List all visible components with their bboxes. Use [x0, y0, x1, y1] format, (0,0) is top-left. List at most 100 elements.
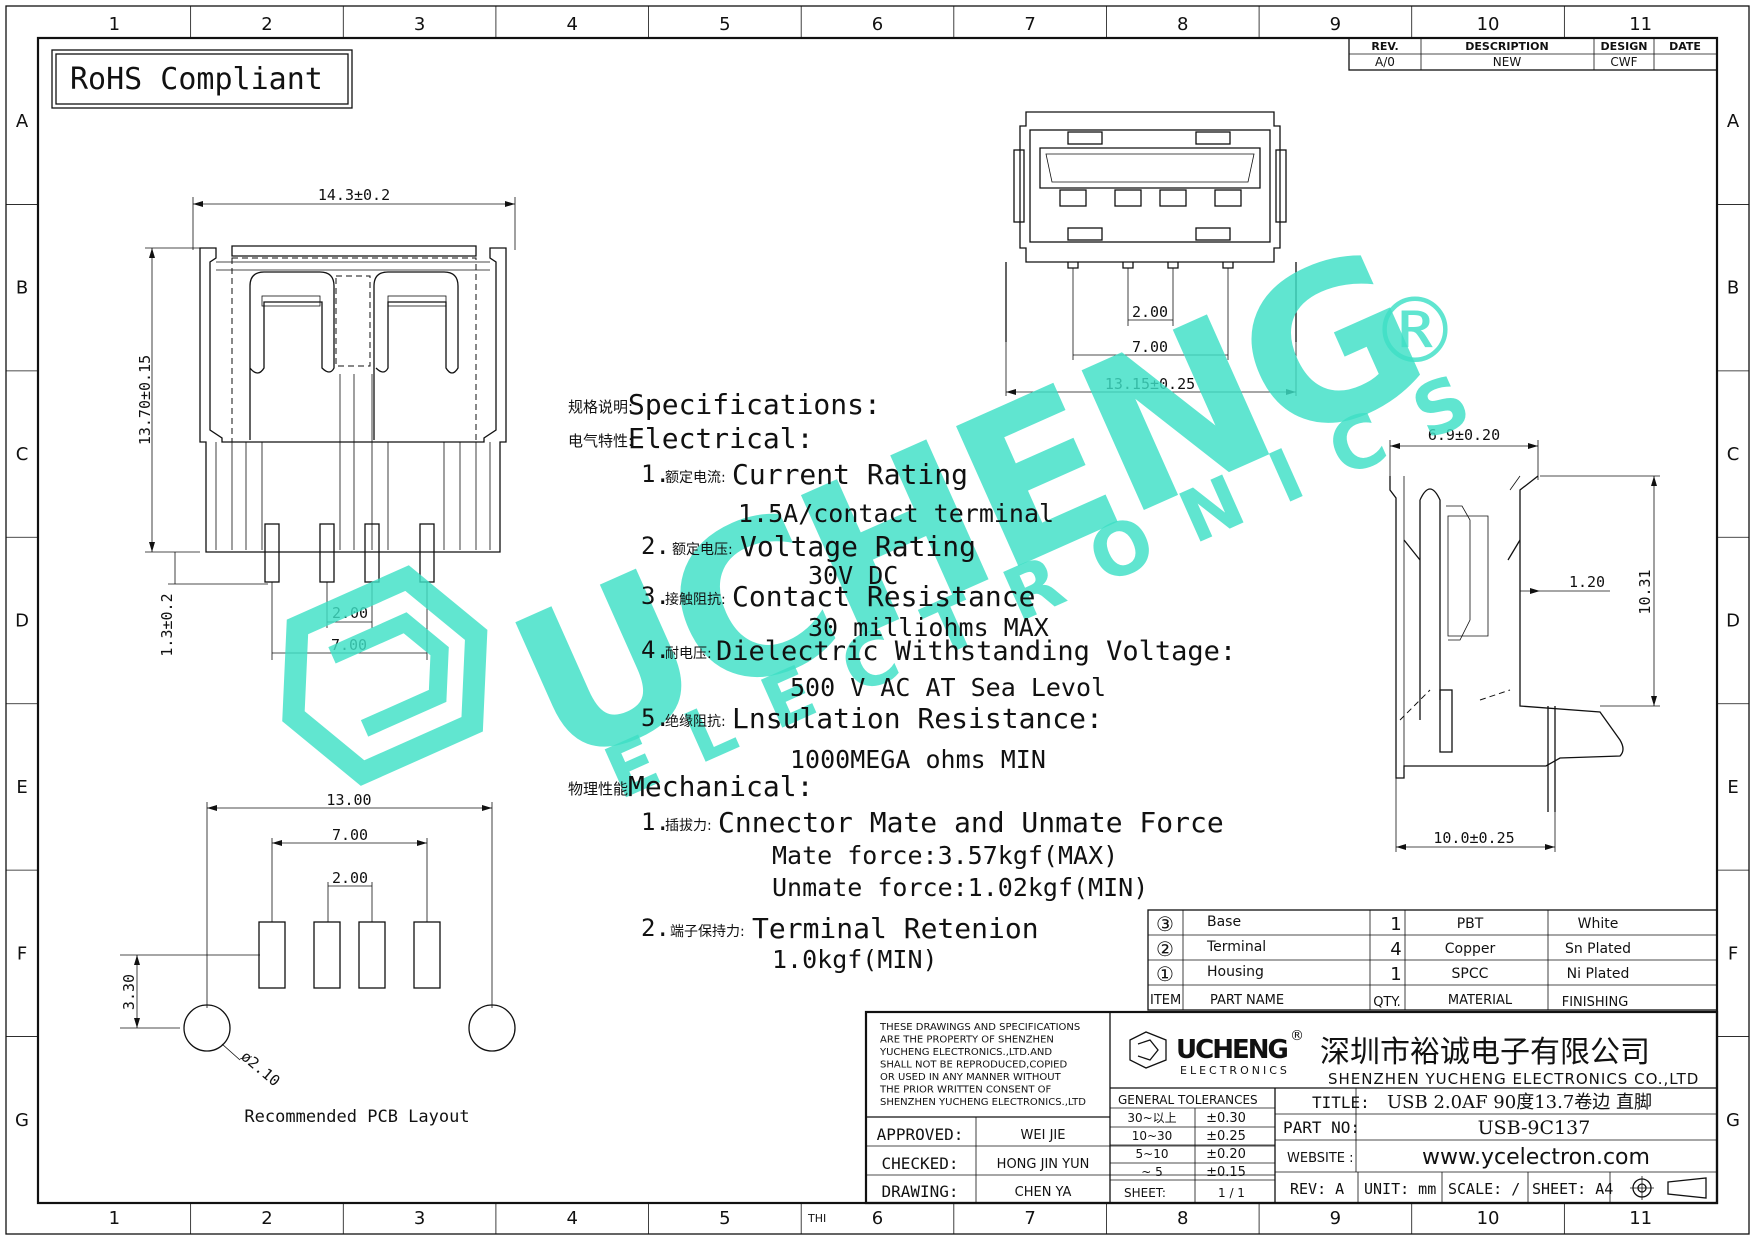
mechanical-cn: 物理性能:: [568, 780, 633, 798]
logo-sub: ELECTRONICS: [1180, 1064, 1290, 1077]
side-thick-dim: 1.20: [1569, 573, 1605, 591]
mech1-num: 1.: [641, 808, 670, 836]
front-height-dim: 13.70±0.15: [136, 355, 154, 445]
mech1-cn: 插拔力:: [665, 818, 712, 834]
tol-range: 10~30: [1132, 1129, 1173, 1143]
bom-material: Copper: [1445, 941, 1496, 957]
notice-line: SHALL NOT BE REPRODUCED,COPIED: [880, 1060, 1067, 1071]
spec1-value: 1.5A/contact terminal: [738, 499, 1054, 528]
spec2-num: 2.: [641, 532, 670, 560]
company-cn: 深圳市裕诚电子有限公司: [1320, 1035, 1650, 1070]
side-base-dim: 10.0±0.25: [1433, 829, 1514, 847]
specifications: 规格说明: Specifications: 电气特性: Electrical: …: [568, 388, 1236, 974]
frame-col-label-bottom: 8: [1177, 1208, 1188, 1229]
bom-item: ①: [1156, 962, 1174, 986]
mech1-label: Cnnector Mate and Unmate Force: [718, 806, 1224, 839]
part-no: USB-9C137: [1478, 1117, 1591, 1139]
frame-col-label-bottom: 5: [719, 1208, 730, 1229]
top-span-dim: 7.00: [1132, 338, 1168, 356]
frame-col-label-top: 4: [567, 14, 578, 35]
spec5-cn: 绝缘阻抗:: [665, 714, 726, 730]
title-label: TITLE:: [1312, 1093, 1370, 1112]
sheet-size-label: SHEET: A4: [1532, 1180, 1613, 1198]
frame-row-label-left: G: [15, 1110, 29, 1131]
pcb-span-dim: 7.00: [332, 826, 368, 844]
spec-title: Specifications:: [628, 388, 881, 421]
frame-col-label-top: 7: [1024, 14, 1035, 35]
approved-value: WEI JIE: [1021, 1128, 1066, 1143]
frame-col-label-top: 10: [1477, 14, 1500, 35]
frame-col-label-top: 11: [1629, 14, 1652, 35]
frame-col-label-bottom: 7: [1024, 1208, 1035, 1229]
top-width-dim: 13.15±0.25: [1105, 375, 1195, 393]
frame-row-label-left: D: [15, 611, 29, 632]
company-en: SHENZHEN YUCHENG ELECTRONICS CO.,LTD: [1328, 1070, 1699, 1088]
bom-qty-header: QTY.: [1373, 995, 1401, 1010]
sheet-label: SHEET:: [1124, 1186, 1166, 1200]
sheet-value: 1 / 1: [1218, 1186, 1245, 1200]
frame-col-label-top: 3: [414, 14, 425, 35]
side-view: 6.9±0.20 10.31 1.20 10.0±0.25: [1389, 426, 1660, 852]
checked-label: CHECKED:: [881, 1154, 958, 1173]
bom-finish: White: [1578, 916, 1619, 932]
frame-col-label-bottom: 3: [414, 1208, 425, 1229]
frame-col-label-top: 1: [109, 14, 120, 35]
description-value: NEW: [1493, 55, 1522, 69]
front-pin-length-dim: 1.3±0.2: [158, 593, 176, 656]
bom-material: PBT: [1457, 916, 1484, 932]
frame-row-label-right: D: [1726, 611, 1740, 632]
frame-col-label-bottom: 4: [567, 1208, 578, 1229]
bottom-mark: THI: [807, 1212, 826, 1225]
tol-range: ~ 5: [1141, 1165, 1163, 1179]
frame-col-label-bottom: 2: [261, 1208, 272, 1229]
design-value: CWF: [1610, 55, 1637, 69]
bom-qty: 1: [1390, 914, 1401, 935]
logo-reg: ®: [1290, 1028, 1304, 1044]
spec5-num: 5.: [641, 704, 670, 732]
notice-line: YUCHENG ELECTRONICS.,LTD.AND: [879, 1047, 1052, 1058]
electrical-cn: 电气特性:: [568, 432, 633, 450]
frame-col-label-bottom: 1: [109, 1208, 120, 1229]
frame-row-label-right: C: [1727, 444, 1740, 465]
checked-value: HONG JIN YUN: [997, 1157, 1090, 1172]
frame-row-label-right: G: [1726, 1110, 1740, 1131]
rev-value: A/0: [1375, 55, 1395, 69]
spec4-value: 500 V AC AT Sea Levol: [790, 673, 1106, 702]
bom-part-name: Base: [1207, 914, 1241, 930]
pcb-pitch-dim: 2.00: [332, 869, 368, 887]
frame-row-label-left: C: [16, 444, 29, 465]
bom-finish-header: FINISHING: [1562, 995, 1629, 1010]
mech1-value1: Mate force:3.57kgf(MAX): [772, 841, 1118, 870]
bom-qty: 1: [1390, 964, 1401, 985]
tol-range: 5~10: [1136, 1147, 1169, 1161]
rev-label: REV: A: [1290, 1180, 1344, 1198]
tol-value: ±0.20: [1206, 1147, 1246, 1162]
frame-row-label-left: E: [16, 777, 27, 798]
tol-value: ±0.15: [1206, 1165, 1246, 1180]
mech2-cn: 端子保持力:: [670, 924, 745, 940]
frame-row-label-right: F: [1728, 943, 1738, 964]
design-header: DESIGN: [1601, 40, 1648, 53]
spec3-label: Contact Resistance: [732, 580, 1035, 613]
spec-title-cn: 规格说明:: [568, 398, 633, 416]
frame-row-label-right: B: [1727, 278, 1739, 299]
title-value: USB 2.0AF 90度13.7卷边 直脚: [1387, 1092, 1652, 1113]
logo-name: UCHENG: [1176, 1035, 1287, 1065]
tol-header: GENERAL TOLERANCES: [1118, 1093, 1258, 1107]
front-width-dim: 14.3±0.2: [318, 186, 390, 204]
frame-col-label-top: 2: [261, 14, 272, 35]
rev-header: REV.: [1371, 40, 1398, 53]
mech2-value: 1.0kgf(MIN): [772, 945, 938, 974]
spec5-label: Lnsulation Resistance:: [732, 702, 1103, 735]
pcb-outer-dim: 13.00: [326, 791, 371, 809]
spec1-label: Current Rating: [732, 458, 968, 491]
website-value: www.ycelectron.com: [1422, 1145, 1650, 1170]
spec2-cn: 额定电压:: [672, 542, 733, 558]
bom-item: ③: [1156, 912, 1174, 936]
drawing-label: DRAWING:: [881, 1182, 958, 1201]
spec4-cn: 耐电压:: [665, 646, 712, 662]
frame-row-label-left: F: [17, 943, 27, 964]
top-pitch-dim: 2.00: [1132, 303, 1168, 321]
spec3-value: 30 milliohms MAX: [808, 613, 1049, 642]
spec3-num: 3.: [641, 582, 670, 610]
